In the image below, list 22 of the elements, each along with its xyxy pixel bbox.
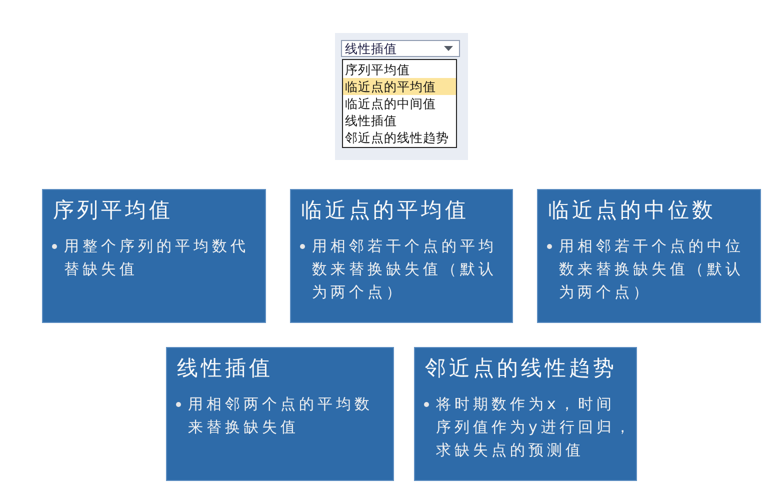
method-box [42,189,266,323]
list-item: 线性插值 [344,112,398,129]
box-heading: 线性插值 [177,355,273,382]
box-heading: 临近点的平均值 [301,197,469,224]
list-item: 临近点的平均值 [343,78,456,95]
bullet-text: 用相邻两个点的平均数来替换缺失值 [188,394,374,438]
method-box [166,347,394,481]
method-box [414,347,637,481]
list-item: 临近点的中间值 [344,95,437,112]
box-heading: 序列平均值 [53,197,173,224]
method-box [537,189,761,323]
list-item: 序列平均值 [344,61,411,78]
dropdown-list [342,59,457,148]
method-box [290,189,513,323]
box-heading: 邻近点的线性趋势 [425,355,617,382]
box-heading: 临近点的中位数 [548,197,716,224]
bullet-text: 将时期数作为x，时间序列值作为y进行回归，求缺失点的预测值 [436,394,634,461]
combo-box: 线性插值 [341,40,460,57]
list-item: 邻近点的线性趋势 [344,129,450,146]
bullet-text: 用整个序列的平均数代替缺失值 [64,236,250,280]
bullet-text: 用相邻若干个点的中位数来替换缺失值（默认为两个点） [559,236,745,303]
bullet-text: 用相邻若干个点的平均数来替换缺失值（默认为两个点） [312,236,498,303]
